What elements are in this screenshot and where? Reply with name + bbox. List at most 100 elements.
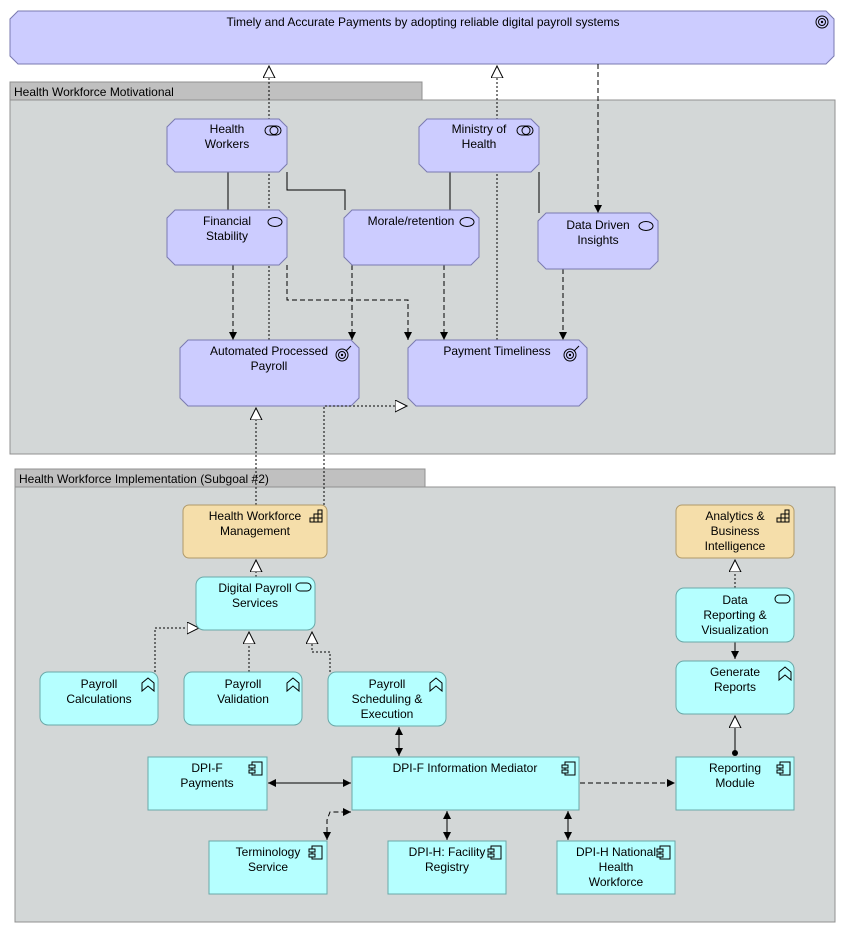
label-line: Stability [206,229,248,243]
label-line: Health [599,860,634,874]
label-line: Ministry of [452,122,507,136]
label-line: Health [462,137,497,151]
label-line: Generate [710,665,760,679]
label-line: Registry [425,860,469,874]
component-icon [487,845,502,860]
label-line: Calculations [66,692,131,706]
label-line: Reports [714,680,756,694]
label-line: Analytics & [705,509,764,523]
label-line: Intelligence [705,539,766,553]
group-motivational-title: Health Workforce Motivational [14,85,174,99]
label-line: Payroll [251,359,288,373]
label-line: Payments [180,776,233,790]
label-line: Financial [203,214,251,228]
label-line: Management [220,524,291,538]
driver-icon [459,217,475,227]
function-icon [429,677,443,693]
label-line: Workers [205,137,249,151]
label-line: Visualization [701,623,768,637]
group-implementation-title: Health Workforce Implementation (Subgoal… [19,472,269,486]
label-line: Scheduling & [352,692,423,706]
function-icon [778,666,792,682]
label-line: Terminology [236,845,301,859]
component-icon [776,761,791,776]
function-icon [286,677,300,693]
label-line: Insights [577,233,618,247]
label-line: Workforce [589,875,644,889]
top-goal-node[interactable]: Timely and Accurate Payments by adopting… [9,10,835,65]
label-line: Business [711,524,760,538]
mediator-label: DPI-F Information Mediator [393,761,538,775]
connections-motivational [227,64,602,340]
component-icon [308,845,323,860]
label-line: Digital Payroll [218,581,291,595]
label-line: Health Workforce [209,509,302,523]
label-line: Payroll [225,677,262,691]
label-line: Module [715,776,755,790]
label-line: Automated Processed [210,344,328,358]
label-line: Payroll [369,677,406,691]
label-line: Validation [217,692,269,706]
outcome-morale-retention[interactable]: Morale/retention [343,209,480,266]
goal-icon [563,345,580,362]
label-line: Execution [361,707,414,721]
label-line: Reporting & [703,608,766,622]
stakeholder-icon [516,125,534,136]
label-line: Health [210,122,245,136]
label-line: Data Driven [566,218,629,232]
service-icon [774,594,791,604]
payment-timeliness-label: Payment Timeliness [443,344,550,358]
driver-icon [267,217,283,227]
morale-retention-label: Morale/retention [368,214,455,228]
label-line: Reporting [709,761,761,775]
stakeholder-icon [264,125,282,136]
goal-payment-timeliness[interactable]: Payment Timeliness [407,339,588,407]
capability-icon [309,509,323,523]
service-icon [295,582,312,592]
component-icon [248,761,263,776]
function-icon [141,677,155,693]
goal-icon [815,15,829,29]
component-icon [561,761,576,776]
label-line: Payroll [81,677,118,691]
component-dpi-f-mediator[interactable]: DPI-F Information Mediator [351,756,580,811]
label-line: DPI-H: Facility [409,845,486,859]
capability-icon [776,509,790,523]
